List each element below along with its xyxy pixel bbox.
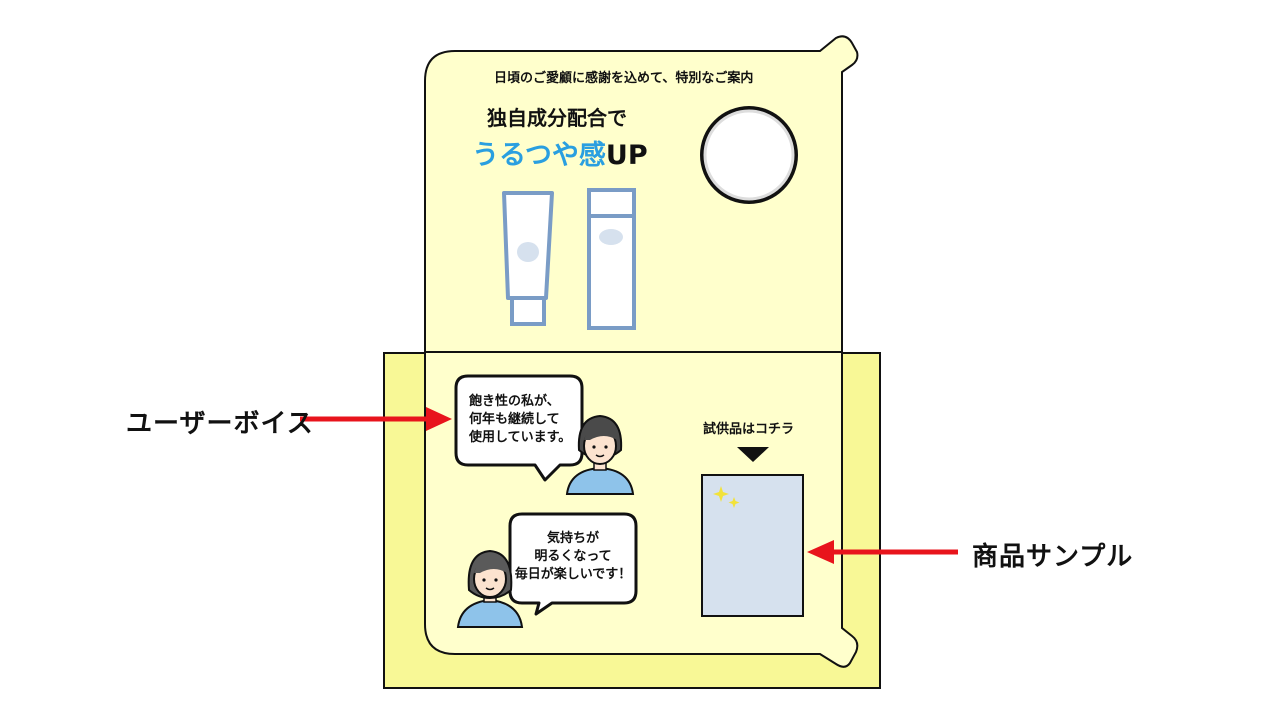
circle-window-icon — [700, 106, 798, 204]
headline-rest: UP — [605, 140, 648, 171]
trial-label: 試供品はコチラ — [703, 422, 795, 437]
tube-bottle-icon — [587, 188, 636, 330]
woman-avatar-icon — [565, 414, 635, 495]
sparkle-icon — [713, 486, 740, 508]
bubble-1-line: 何年も継続して — [469, 412, 560, 427]
bubble-1-line: 使用しています。 — [469, 430, 572, 445]
bubble-1-line: 飽き性の私が、 — [469, 394, 560, 409]
bubble-2-text: 気持ちが 明るくなって 毎日が楽しいです！ — [510, 530, 636, 584]
bubble-2-line: 毎日が楽しいです！ — [514, 567, 632, 582]
callout-user-voice: ユーザーボイス — [126, 409, 314, 439]
bubble-1-text: 飽き性の私が、 何年も継続して 使用しています。 — [469, 393, 581, 447]
bubble-2-line: 気持ちが — [546, 531, 599, 546]
tube-bottle-icon — [502, 191, 554, 326]
headline-line1: 独自成分配合で — [487, 106, 627, 130]
triangle-down-icon — [737, 447, 769, 462]
woman-avatar-icon — [456, 549, 524, 628]
speech-bubble-2 — [508, 512, 638, 616]
headline-line2: うるつや感UP — [472, 133, 648, 172]
arrow-right-icon — [300, 407, 452, 431]
callout-product-sample: 商品サンプル — [972, 542, 1134, 572]
bubble-2-line: 明るくなって — [534, 549, 612, 564]
product-sample-packet — [701, 474, 804, 617]
arrow-left-icon — [807, 540, 958, 564]
speech-bubble-1 — [454, 374, 584, 482]
headline-accent: うるつや感 — [472, 140, 606, 171]
card-top-line: 日頃のご愛顧に感謝を込めて、特別なご案内 — [494, 71, 754, 86]
